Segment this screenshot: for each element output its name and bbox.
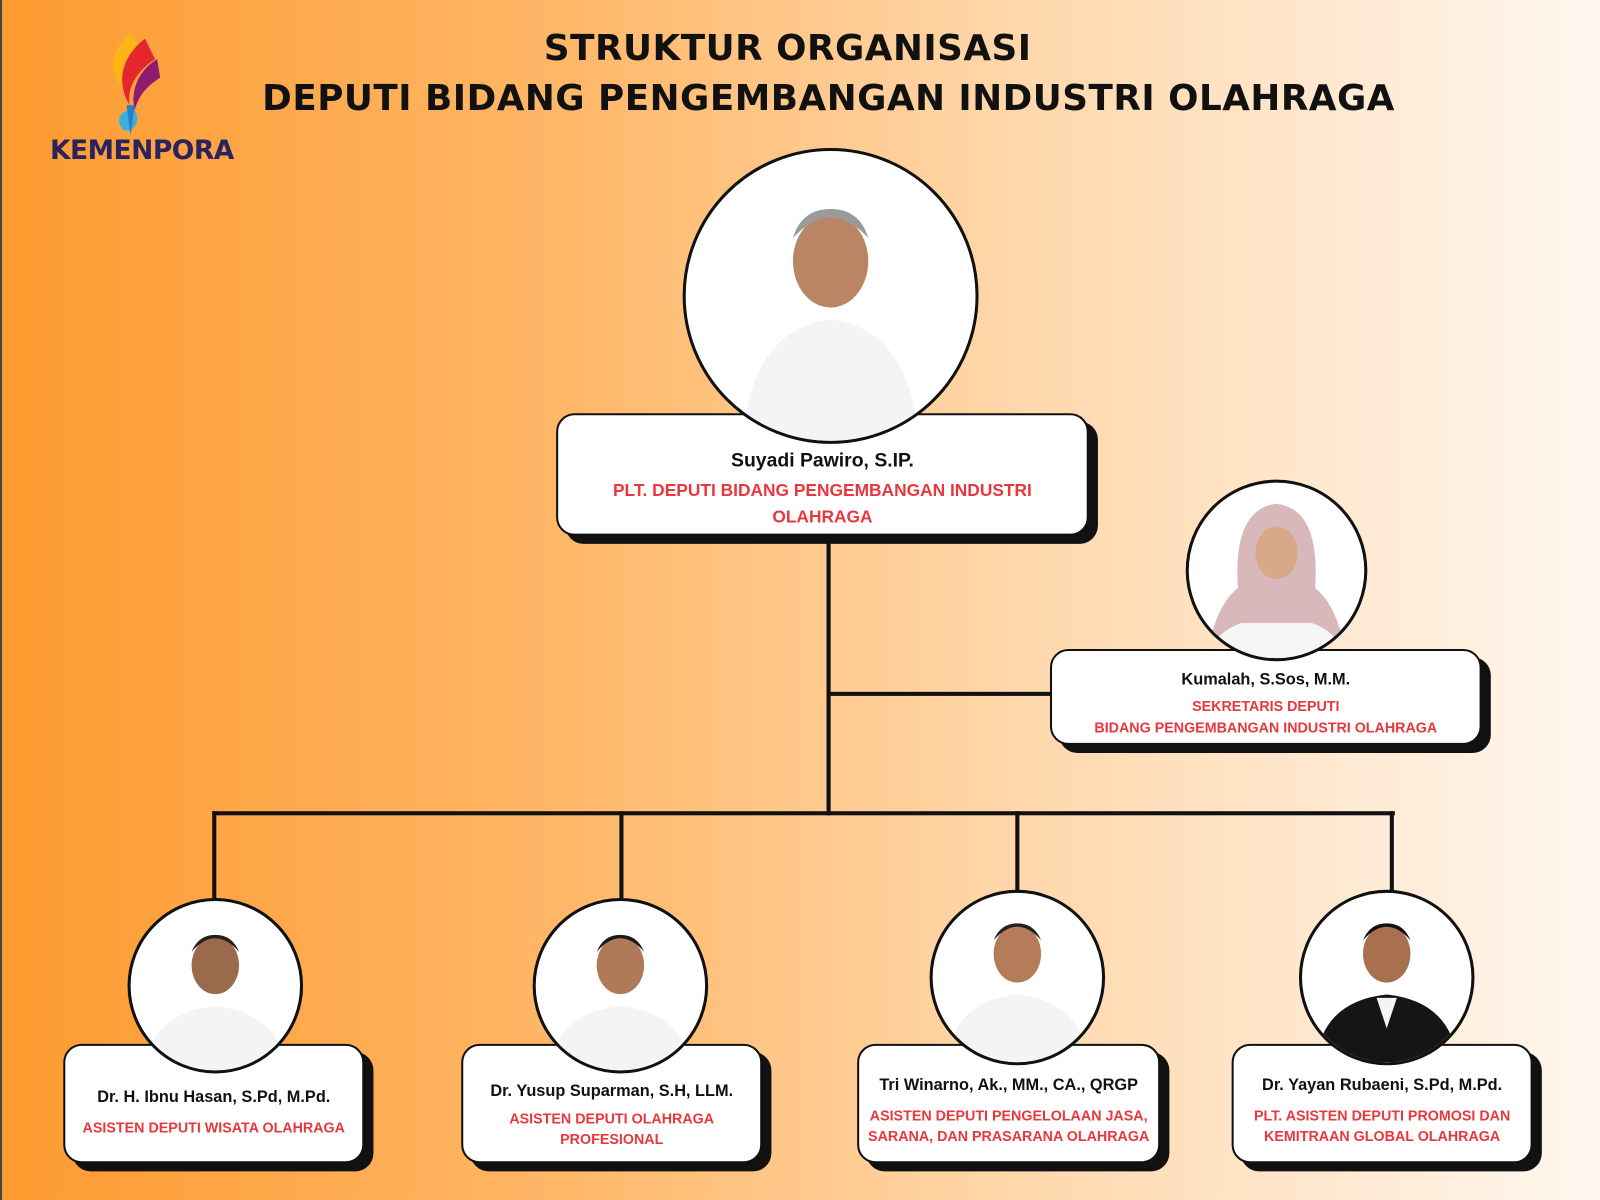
title-line2: DEPUTI BIDANG PENGEMBANGAN INDUSTRI OLAH…: [262, 78, 1395, 120]
connector-drop-1: [212, 811, 217, 904]
connector-drop-2: [619, 811, 624, 904]
assistant-3-name: Tri Winarno, Ak., MM., CA., QRGP: [879, 1076, 1139, 1094]
assistant-4-photo: [1298, 889, 1475, 1066]
secretary-role-1: SEKRETARIS DEPUTI: [1192, 697, 1340, 715]
secretary-card: Kumalah, S.Sos, M.M. SEKRETARIS DEPUTI B…: [1049, 648, 1482, 745]
assistant-2-role-2: PROFESIONAL: [560, 1130, 664, 1147]
assistant-2-card: Dr. Yusup Suparman, S.H, LLM. ASISTEN DE…: [461, 1043, 763, 1164]
connector-horizontal: [212, 811, 1395, 816]
connector-drop-4: [1389, 811, 1394, 893]
logo-text: KEMENPORA: [49, 135, 234, 167]
secretary-role-2: BIDANG PENGEMBANGAN INDUSTRI OLAHRAGA: [1094, 719, 1438, 736]
head-name: Suyadi Pawiro, S.IP.: [731, 449, 914, 472]
connector-drop-3: [1015, 811, 1020, 893]
assistant-1-role-1: ASISTEN DEPUTI WISATA OLAHRAGA: [82, 1119, 345, 1136]
title-line1: STRUKTUR ORGANISASI: [543, 28, 1032, 70]
head-card: Suyadi Pawiro, S.IP. PLT. DEPUTI BIDANG …: [556, 413, 1089, 536]
assistant-4-name: Dr. Yayan Rubaeni, S.Pd, M.Pd.: [1262, 1076, 1503, 1094]
assistant-1-name: Dr. H. Ibnu Hasan, S.Pd, M.Pd.: [97, 1088, 331, 1107]
head-photo: [682, 147, 979, 444]
head-role-2: OLAHRAGA: [772, 507, 873, 527]
secretary-name: Kumalah, S.Sos, M.M.: [1181, 671, 1351, 689]
assistant-2-photo: [532, 897, 709, 1074]
assistant-3-role-2: SARANA, DAN PRASARANA OLAHRAGA: [868, 1127, 1150, 1144]
assistant-4-card: Dr. Yayan Rubaeni, S.Pd, M.Pd. PLT. ASIS…: [1231, 1043, 1533, 1164]
assistant-4-role-2: KEMITRAAN GLOBAL OLAHRAGA: [1264, 1127, 1501, 1144]
assistant-2-name: Dr. Yusup Suparman, S.H, LLM.: [490, 1082, 734, 1100]
connector-head-vertical: [826, 535, 831, 816]
connector-secretary: [826, 691, 1052, 696]
assistant-4-role-1: PLT. ASISTEN DEPUTI PROMOSI DAN: [1253, 1107, 1511, 1124]
head-role-1: PLT. DEPUTI BIDANG PENGEMBANGAN INDUSTRI: [612, 480, 1032, 500]
assistant-3-role-1: ASISTEN DEPUTI PENGELOLAAN JASA,: [869, 1107, 1148, 1124]
kemenpora-logo-icon: [113, 32, 161, 136]
assistant-3-photo: [929, 889, 1106, 1066]
assistant-2-role-1: ASISTEN DEPUTI OLAHRAGA: [509, 1110, 715, 1127]
secretary-photo: [1185, 479, 1368, 662]
assistant-1-photo: [127, 897, 304, 1074]
